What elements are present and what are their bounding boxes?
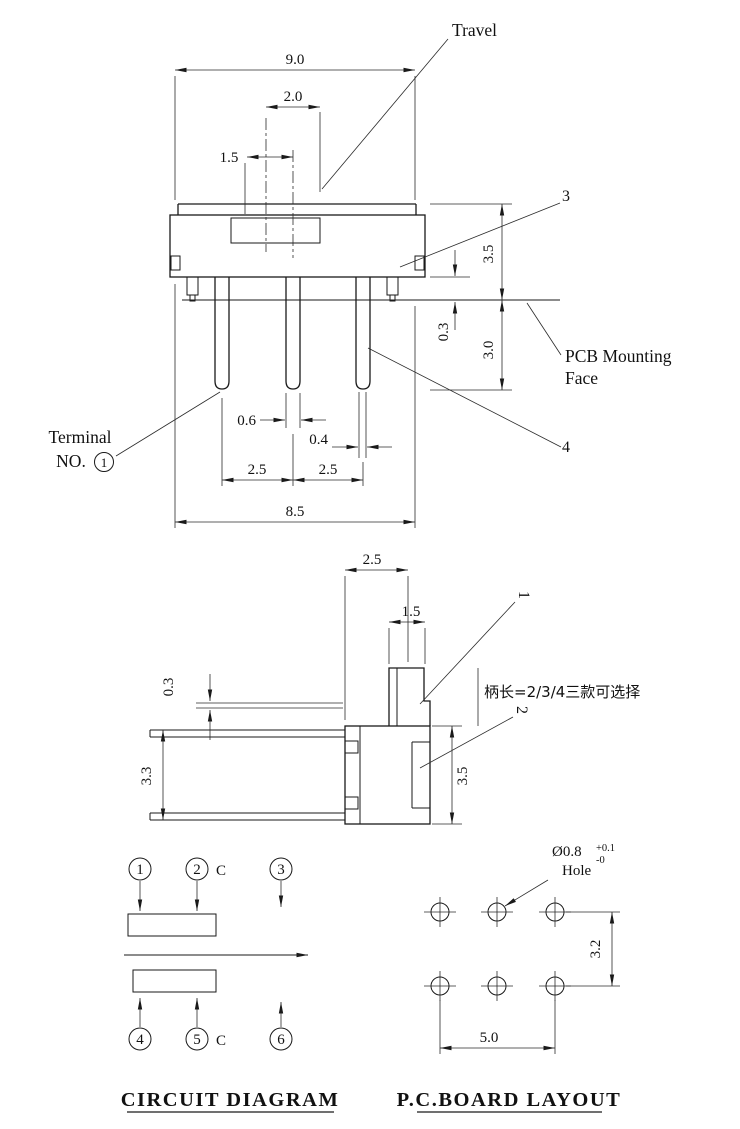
dim-terminal-pitch: 2.5 2.5: [221, 398, 364, 486]
dim-0-6: 0.6: [237, 413, 256, 429]
side-view: 2.5 1.5 0.3 3.3 3.5 柄长=2/3/4三款可选择: [139, 552, 640, 825]
terminal-label-2: NO.: [56, 451, 86, 471]
travel-label: Travel: [452, 20, 497, 40]
dim-body-height: 3.5: [430, 203, 512, 300]
circuit-diagram-title: CIRCUIT DIAGRAM: [121, 1089, 340, 1111]
dim-knob-width: 1.5: [220, 150, 293, 214]
terminal-3-digit: 3: [277, 862, 285, 878]
dim-row-pitch: 3.2: [566, 911, 620, 987]
slider-knob-front: [230, 217, 321, 244]
dim-3-2: 3.2: [588, 940, 604, 959]
dim-side-2-5: 2.5: [363, 552, 382, 568]
dim-2-0: 2.0: [284, 89, 303, 105]
dim-side-3-3: 3.3: [139, 767, 155, 786]
body-outline: [169, 214, 426, 278]
dim-8-5: 8.5: [286, 504, 305, 520]
dim-terminal-thickness: 0.4: [309, 392, 392, 458]
dim-depth: 2.5: [344, 552, 409, 720]
contact-bar-bottom: [132, 969, 217, 993]
terminal-6-digit: 6: [277, 1032, 285, 1048]
terminal-4-circle: [128, 1027, 152, 1051]
hole-tolerance-lower: -0: [596, 855, 605, 866]
dim-0-3: 0.3: [436, 323, 452, 342]
dim-side-0-3: 0.3: [161, 678, 177, 697]
hole-tolerance-upper: +0.1: [596, 843, 615, 854]
dim-9-0: 9.0: [286, 52, 305, 68]
common-label-top: C: [216, 863, 226, 879]
circuit-diagram: 1 2 3 4 5 6 C C CIRCUIT DIAGRAM: [121, 857, 340, 1113]
callout-1-label: 1: [515, 591, 532, 599]
dim-3-5: 3.5: [481, 245, 497, 264]
callout-3-label: 3: [562, 188, 570, 205]
callout-1: 1: [419, 591, 532, 705]
pcb-holes: [424, 897, 571, 1001]
dim-inner-height: 3.3: [139, 730, 166, 820]
handle-note-text: 柄长=2/3/4三款可选择: [484, 683, 640, 701]
cover-tab-left: [170, 255, 181, 271]
dim-side-1-5: 1.5: [402, 604, 421, 620]
dim-terminal-thickness-side: 0.3: [161, 674, 213, 740]
callout-2-label: 2: [513, 706, 530, 714]
body-side-outline: [344, 725, 431, 825]
hole-diameter-label: Ø0.8: [552, 844, 582, 860]
dim-col-span: 5.0: [439, 1000, 556, 1054]
pcb-face-label-2: Face: [565, 368, 598, 388]
switch-body-front: [169, 118, 560, 390]
dim-standoff: 0.3: [430, 250, 470, 341]
terminal-5-circle: [185, 1027, 209, 1051]
terminal-2-digit: 2: [193, 862, 201, 878]
terminal-1-circle: [128, 857, 152, 881]
terminal-3-circle: [269, 857, 293, 881]
dim-2-5-left: 2.5: [248, 462, 267, 478]
terminal-number-digit: 1: [101, 455, 108, 470]
handle-note: 柄长=2/3/4三款可选择: [477, 668, 640, 726]
terminal-2: [285, 277, 301, 390]
terminal-4-digit: 4: [136, 1032, 144, 1048]
dim-terminal-length: 3.0: [430, 300, 512, 391]
terminal-2-circle: [185, 857, 209, 881]
front-view: 9.0 2.0 1.5 Travel 3 3.5: [49, 20, 672, 528]
dim-top-width: 9.0: [174, 52, 416, 200]
terminal-3: [355, 277, 371, 390]
dim-bottom-width: 8.5: [174, 284, 416, 528]
dim-overall-height: 3.5: [432, 725, 471, 825]
terminal-anchor-top: [344, 740, 359, 754]
callout-4-label: 4: [562, 439, 570, 456]
dim-1-5: 1.5: [220, 150, 239, 166]
dim-side-3-5: 3.5: [455, 767, 471, 786]
dim-travel: 2.0: [266, 89, 321, 192]
terminal-anchor-bottom: [344, 796, 359, 810]
pcb-layout-title: P.C.BOARD LAYOUT: [397, 1089, 622, 1111]
hole-callout: Ø0.8 +0.1 -0 Hole: [504, 843, 615, 907]
pcb-face-label-1: PCB Mounting: [565, 346, 672, 366]
support-peg-left: [186, 276, 199, 296]
dim-2-5-right: 2.5: [319, 462, 338, 478]
terminal-1-digit: 1: [136, 862, 144, 878]
terminal-5-digit: 5: [193, 1032, 201, 1048]
terminal-no-callout: Terminal NO. 1: [49, 391, 221, 472]
cover-tab-right: [414, 255, 425, 271]
dim-5-0: 5.0: [480, 1030, 499, 1046]
hole-word-label: Hole: [562, 863, 592, 879]
terminal-1: [214, 277, 230, 390]
travel-callout: Travel: [321, 20, 497, 190]
callout-4: 4: [367, 347, 570, 456]
terminal-label-1: Terminal: [49, 427, 112, 447]
pcb-board-layout: Ø0.8 +0.1 -0 Hole 3.2 5.0 P.C.BOARD LAYO…: [397, 843, 622, 1113]
support-peg-right: [386, 276, 399, 296]
contact-bar-top: [127, 913, 217, 937]
terminal-6-circle: [269, 1027, 293, 1051]
dim-knob-thickness: 1.5: [388, 604, 426, 664]
terminal-number-circle: [94, 452, 114, 472]
dim-terminal-width: 0.6: [237, 393, 326, 429]
dim-0-4: 0.4: [309, 432, 328, 448]
common-label-bottom: C: [216, 1033, 226, 1049]
pcb-mounting-face-callout: PCB Mounting Face: [526, 302, 672, 388]
slider-knob-side: [388, 667, 431, 726]
callout-2: 2: [419, 706, 530, 769]
dim-3-0: 3.0: [481, 341, 497, 360]
callout-3: 3: [399, 188, 570, 268]
switch-body-side: [149, 667, 431, 825]
